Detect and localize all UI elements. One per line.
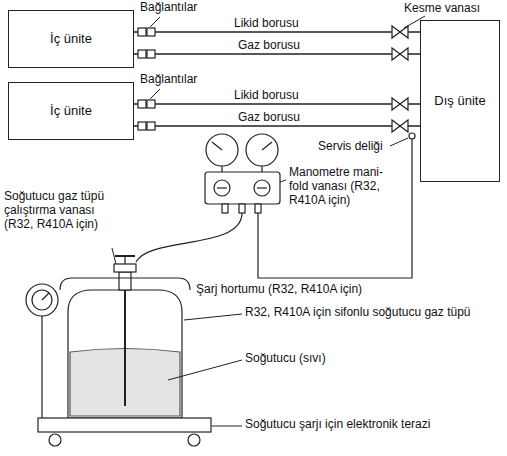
outdoor-unit-box: Dış ünite bbox=[420, 20, 500, 182]
service-port bbox=[409, 133, 415, 139]
callout-label: Soğutucu (sıvı) bbox=[245, 352, 445, 366]
callout-label: Servis deliği bbox=[318, 140, 398, 154]
refrigerant-pipe bbox=[134, 53, 420, 54]
indoor-unit-box: İç ünite bbox=[8, 10, 134, 68]
callout-label: Şarj hortumu (R32, R410A için) bbox=[196, 283, 396, 297]
charge-hose bbox=[136, 139, 412, 278]
unit-name: İç ünite bbox=[50, 104, 92, 119]
callout-label: Soğutucu gaz tüpü çalıştırma vanası (R32… bbox=[4, 190, 112, 231]
callout-label: Soğutucu şarjı için elektronik terazi bbox=[245, 418, 503, 432]
callout-label: Bağlantılar bbox=[140, 73, 260, 87]
refrigerant-pipe bbox=[134, 125, 420, 126]
electronic-scale bbox=[26, 284, 211, 446]
callout-label: R32, R410A için sifonlu soğutucu gaz tüp… bbox=[245, 306, 503, 320]
pipe-label: Gaz borusu bbox=[236, 111, 302, 124]
pipe-label: Likid borusu bbox=[232, 17, 301, 30]
manifold-gauge bbox=[205, 134, 280, 213]
pipe-label: Likid borusu bbox=[232, 89, 301, 102]
refrigerant-pipe bbox=[134, 31, 420, 32]
callout-label: Bağlantılar bbox=[140, 1, 260, 15]
callout-label: Manometre mani- fold vanası (R32, R410A … bbox=[289, 166, 401, 207]
unit-name: İç ünite bbox=[50, 32, 92, 47]
refrigerant-pipe bbox=[134, 103, 420, 104]
callout-label: Kesme vanası bbox=[404, 2, 504, 16]
unit-name: Dış ünite bbox=[434, 94, 485, 109]
indoor-unit-box: İç ünite bbox=[8, 82, 134, 140]
shutoff-valve bbox=[392, 26, 408, 132]
refrigerant-cylinder bbox=[60, 256, 190, 418]
pipe-label: Gaz borusu bbox=[236, 39, 302, 52]
